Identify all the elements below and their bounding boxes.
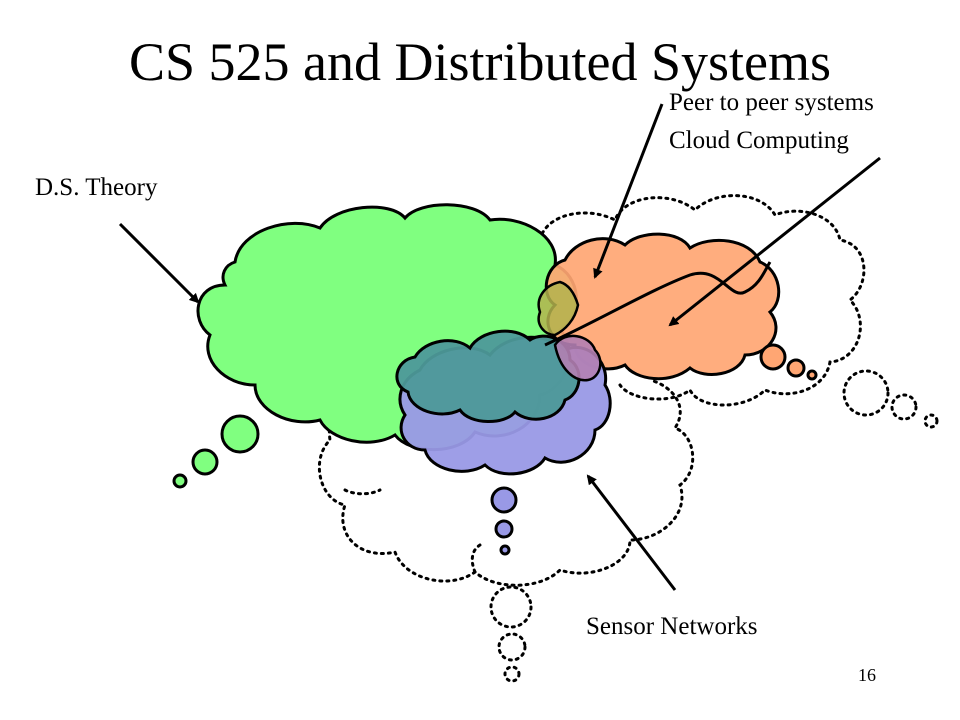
p2p-bubbles bbox=[759, 343, 818, 381]
sensor-networks-label: Sensor Networks bbox=[586, 613, 758, 640]
cloud-computing-label: Cloud Computing bbox=[669, 127, 849, 154]
peer-to-peer-label: Peer to peer systems bbox=[669, 89, 874, 116]
overlap-green-orange bbox=[537, 280, 580, 337]
overlap-blue-orange bbox=[553, 334, 602, 382]
overlap-teal-cloud bbox=[395, 329, 581, 423]
ds-theory-arrow bbox=[118, 222, 200, 304]
ds-theory-label: D.S. Theory bbox=[35, 174, 158, 201]
sensor-arrow bbox=[586, 474, 677, 591]
wavy-line bbox=[544, 261, 772, 347]
cloud-computing-arrow bbox=[668, 156, 881, 327]
sensor-bubbles bbox=[490, 486, 518, 556]
dotted-bubbles-right bbox=[842, 369, 939, 429]
p2p-arrow bbox=[593, 103, 664, 279]
slide-title: CS 525 and Distributed Systems bbox=[128, 32, 832, 92]
ds-theory-bubbles bbox=[172, 414, 260, 489]
dotted-bubbles-bottom bbox=[489, 585, 533, 683]
page-number: 16 bbox=[858, 665, 876, 685]
